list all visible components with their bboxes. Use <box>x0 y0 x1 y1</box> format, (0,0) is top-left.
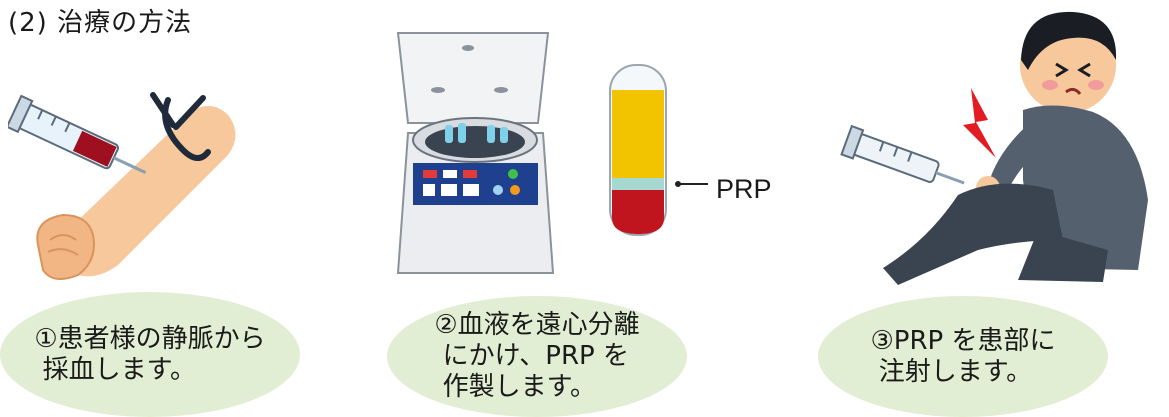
step-3-bubble: ③PRP を患部に 注射します。 <box>818 296 1108 417</box>
blood-draw-arm-icon <box>8 92 236 280</box>
step-1-bubble: ①患者様の静脈から 採血します。 <box>0 292 300 417</box>
centrifuge-icon <box>396 32 555 274</box>
step-3-caption: ③PRP を患部に 注射します。 <box>870 325 1056 387</box>
step-2-caption: ②血液を遠心分離 にかけ、PRP を 作製します。 <box>434 310 640 402</box>
section-heading: (2) 治療の方法 <box>8 8 193 38</box>
step-1-caption: ①患者様の静脈から 採血します。 <box>34 323 266 385</box>
step-2-bubble: ②血液を遠心分離 にかけ、PRP を 作製します。 <box>387 296 687 417</box>
test-tube-icon <box>609 64 708 236</box>
knee-injection-icon <box>840 11 1148 285</box>
prp-label: PRP <box>716 174 772 204</box>
